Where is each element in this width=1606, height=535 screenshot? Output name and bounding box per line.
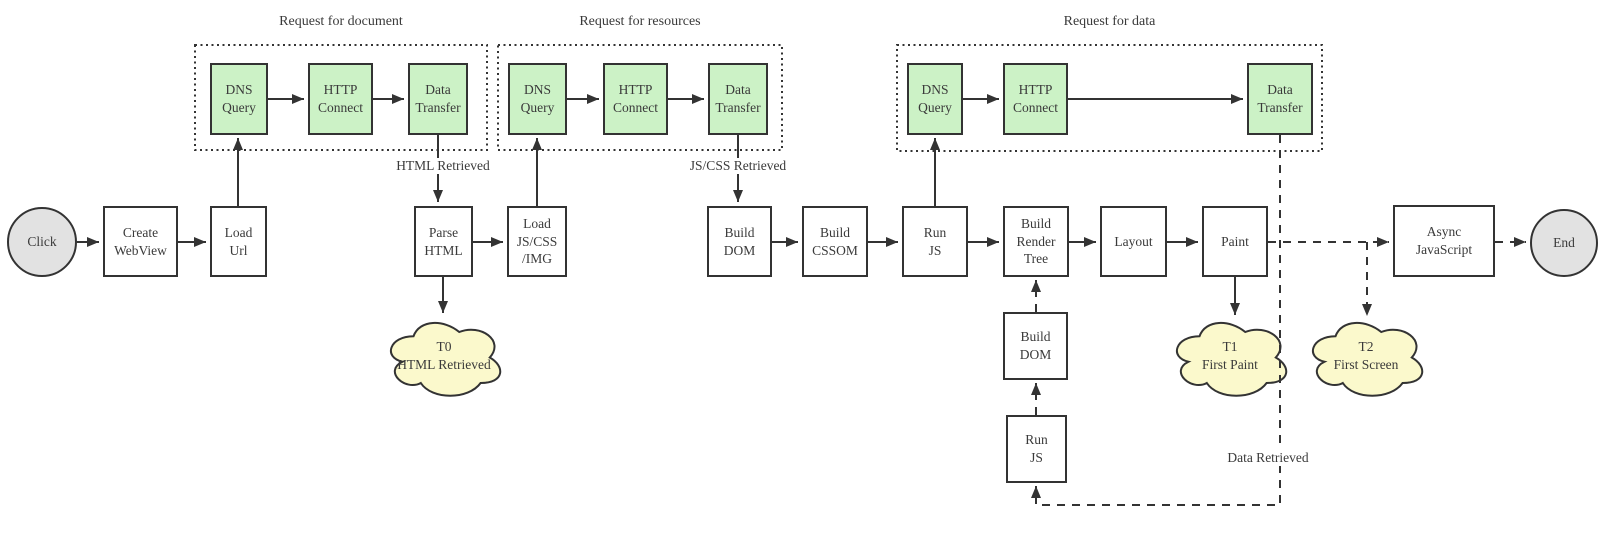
node-build-dom-async: Build DOM [1003, 312, 1068, 380]
node-http-connect-data: HTTP Connect [1003, 63, 1068, 135]
node-run-js-async: Run JS [1006, 415, 1067, 483]
node-end: End [1530, 209, 1598, 277]
edge-label-jscss-retrieved: JS/CSS Retrieved [663, 158, 813, 175]
cloud-t1-shape [1176, 321, 1288, 397]
node-load-url: Load Url [210, 206, 267, 277]
group-label-request-for-resources: Request for resources [579, 14, 701, 29]
node-create-webview: Create WebView [103, 206, 178, 277]
cloud-t2-shape [1312, 321, 1424, 397]
node-build-cssom: Build CSSOM [802, 206, 868, 277]
cloud-t1-label: T1 First Paint [1202, 339, 1258, 373]
node-dns-query-doc: DNS Query [210, 63, 268, 135]
cloud-t0-label: T0 HTML Retrieved [397, 339, 491, 373]
node-dns-query-res: DNS Query [508, 63, 567, 135]
node-data-transfer-doc: Data Transfer [408, 63, 468, 135]
node-paint: Paint [1202, 206, 1268, 277]
group-label-request-for-data: Request for data [1063, 14, 1156, 29]
node-http-connect-doc: HTTP Connect [308, 63, 373, 135]
cloud-t0-shape [390, 321, 502, 397]
node-click: Click [7, 207, 77, 277]
node-layout: Layout [1100, 206, 1167, 277]
edge-label-html-retrieved: HTML Retrieved [378, 158, 508, 175]
node-run-js: Run JS [902, 206, 968, 277]
node-build-render-tree: Build Render Tree [1003, 206, 1069, 277]
group-label-request-for-document: Request for document [279, 14, 403, 29]
edge-label-data-retrieved: Data Retrieved [1203, 450, 1333, 467]
node-http-connect-res: HTTP Connect [603, 63, 668, 135]
node-data-transfer-res: Data Transfer [708, 63, 768, 135]
node-build-dom: Build DOM [707, 206, 772, 277]
group-request-for-resources-border [497, 44, 783, 151]
group-request-for-data-border [896, 44, 1323, 152]
cloud-t2-label: T2 First Screen [1333, 339, 1399, 373]
node-async-javascript: Async JavaScript [1393, 205, 1495, 277]
edge-data-transfer-to-run-js-async [1031, 135, 1281, 506]
node-load-js-css-img: Load JS/CSS /IMG [507, 206, 567, 277]
node-parse-html: Parse HTML [414, 206, 473, 277]
node-data-transfer-data: Data Transfer [1247, 63, 1313, 135]
node-dns-query-data: DNS Query [907, 63, 963, 135]
